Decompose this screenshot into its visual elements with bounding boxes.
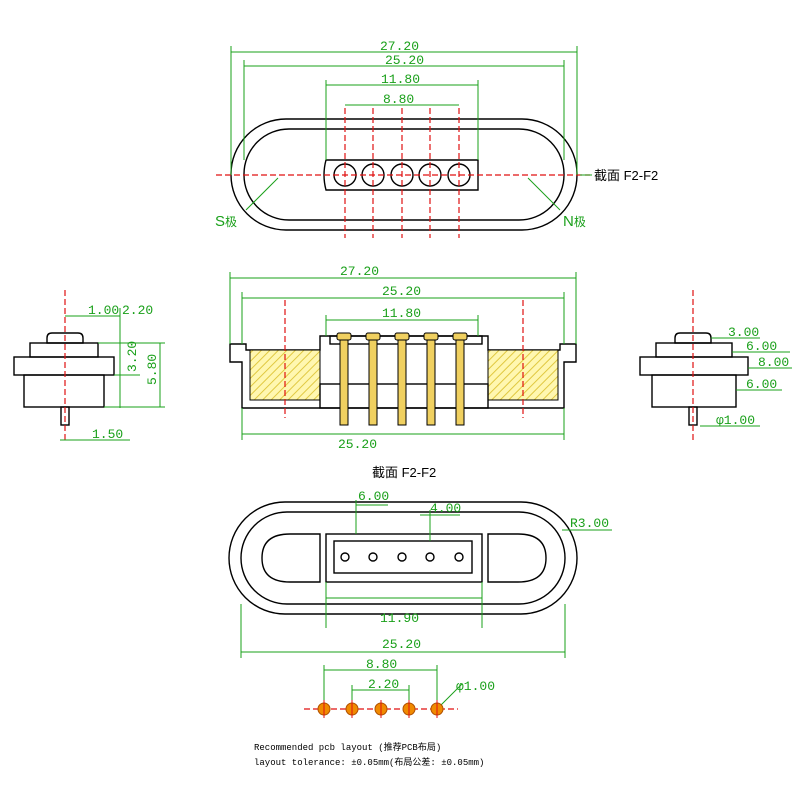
pogo-pin-body [426, 339, 436, 426]
dim-8-80: 8.80 [383, 92, 414, 107]
n-pole-label: N极 [563, 213, 586, 230]
bottom-inner-outline [240, 511, 566, 605]
right-flange [639, 356, 749, 376]
left-flange [13, 356, 115, 376]
dim-25-20: 25.20 [382, 637, 421, 652]
bottom-s-pocket [261, 533, 321, 583]
dim-2-20: 2.20 [122, 303, 153, 318]
bottom-pin-hole [397, 552, 407, 562]
dim-3-20: 3.20 [125, 341, 140, 372]
dim-r3-00: R3.00 [570, 516, 609, 531]
pogo-pin-body [339, 339, 349, 426]
n-pole-leader [527, 177, 561, 211]
pogo-pin-head [423, 332, 439, 341]
section-label-top: 截面 F2-F2 [594, 168, 658, 183]
bottom-pin-block [325, 533, 483, 583]
left-upper-body [29, 342, 99, 358]
top-view: 27.20 25.20 11.80 8.80 截面 F2-F2 S极 N极 [215, 39, 658, 238]
dim-8-80: 8.80 [366, 657, 397, 672]
bottom-outer-outline [228, 501, 578, 615]
dim-phi-1-00: φ1.00 [716, 413, 755, 428]
section-view: 27.20 25.20 11.80 25.20 截面 F2-F2 [229, 264, 577, 480]
pogo-pin-body [368, 339, 378, 426]
pogo-pin-head [336, 332, 352, 341]
pogo-pin-head [365, 332, 381, 341]
pogo-pin-body [455, 339, 465, 426]
dim-phi-1-00: φ1.00 [456, 679, 495, 694]
dim-1-00: 1.00 [88, 303, 119, 318]
bottom-n-pocket [487, 533, 547, 583]
dim-11-90: 11.90 [380, 611, 419, 626]
dim-25-20: 25.20 [385, 53, 424, 68]
dim-6-00: 6.00 [358, 489, 389, 504]
right-lower-body [651, 374, 737, 408]
dim-6-00: 6.00 [746, 377, 777, 392]
dim-6-00: 6.00 [746, 339, 777, 354]
pcb-note-1: Recommended pcb layout (推荐PCB布局) [254, 741, 441, 753]
dim-2-20: 2.20 [368, 677, 399, 692]
bottom-pin-hole [425, 552, 435, 562]
dim-3-00: 3.00 [728, 325, 759, 340]
bottom-pin-hole [454, 552, 464, 562]
left-cap [46, 332, 84, 344]
dim-25-20: 25.20 [382, 284, 421, 299]
pogo-pin-head [452, 332, 468, 341]
bottom-pin-hole [340, 552, 350, 562]
top-pin-window [323, 159, 479, 191]
left-lower-body [23, 374, 105, 408]
s-pole-label: S极 [215, 213, 237, 230]
pogo-pin-head [394, 332, 410, 341]
bottom-pin-window [333, 540, 473, 574]
dim-8-00: 8.00 [758, 355, 789, 370]
right-upper-body [655, 342, 733, 358]
bottom-pin-hole [368, 552, 378, 562]
section-caption: 截面 F2-F2 [372, 465, 436, 480]
dim-27-20: 27.20 [340, 264, 379, 279]
dim-11-80: 11.80 [382, 306, 421, 321]
dim-27-20: 27.20 [380, 39, 419, 54]
left-side-view: 1.00 2.20 3.20 5.80 1.50 [13, 290, 165, 442]
dim-4-00: 4.00 [430, 501, 461, 516]
pogo-pin-body [397, 339, 407, 426]
pogo-pins [336, 332, 468, 426]
dim-25-20: 25.20 [338, 437, 377, 452]
dim-1-50: 1.50 [92, 427, 123, 442]
bottom-view: 6.00 4.00 R3.00 11.90 25.20 [228, 489, 612, 658]
dim-11-80: 11.80 [381, 72, 420, 87]
right-side-view: 3.00 6.00 8.00 6.00 φ1.00 [639, 290, 792, 440]
pcb-note-2: layout tolerance: ±0.05mm(布局公差: ±0.05mm) [254, 756, 484, 768]
dim-5-80: 5.80 [145, 354, 160, 385]
pcb-layout: 8.80 2.20 φ1.00 Recommended pcb layout (… [254, 657, 495, 768]
s-pole-leader [245, 177, 279, 211]
